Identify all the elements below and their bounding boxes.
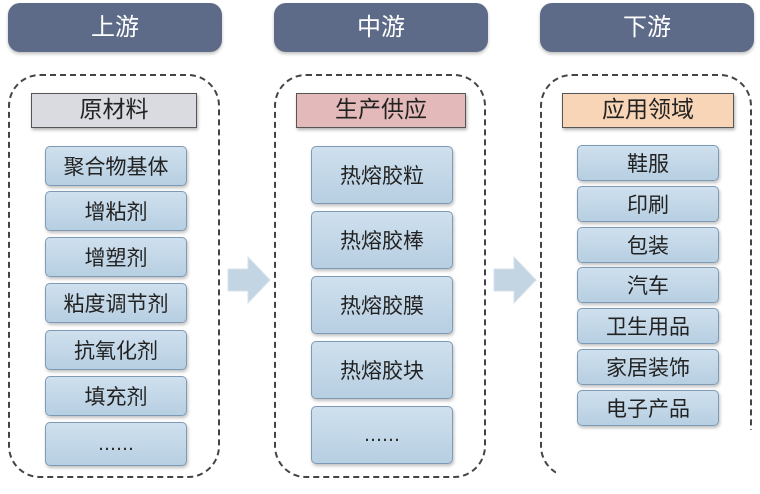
upstream-group-title: 原材料 [31,93,197,128]
upstream-item: 粘度调节剂 [45,283,187,323]
upstream-item: 抗氧化剂 [45,330,187,370]
right-arrow-icon [227,255,271,305]
upstream-item: 增粘剂 [45,191,187,231]
upstream-item: 填充剂 [45,376,187,416]
downstream-item: 印刷 [577,186,719,222]
upstream-item: 增塑剂 [45,237,187,277]
upstream-group-frame [8,74,220,478]
downstream-item: 卫生用品 [577,308,719,344]
midstream-item: 热熔胶块 [311,341,453,399]
midstream-group-title: 生产供应 [296,93,466,128]
midstream-item: 热熔胶粒 [311,146,453,204]
midstream-header: 中游 [274,3,488,52]
upstream-item: 聚合物基体 [45,146,187,186]
downstream-item: 电子产品 [577,390,719,426]
upstream-item: …… [45,422,187,466]
downstream-item: 汽车 [577,267,719,303]
midstream-item: …… [311,406,453,464]
midstream-item: 热熔胶棒 [311,211,453,269]
blank-overlay [556,430,760,494]
midstream-item: 热熔胶膜 [311,276,453,334]
upstream-header: 上游 [8,3,222,52]
midstream-group-frame [274,74,486,478]
downstream-item: 鞋服 [577,145,719,181]
downstream-header: 下游 [540,3,754,52]
downstream-item: 家居装饰 [577,349,719,385]
right-arrow-icon [493,255,537,305]
downstream-item: 包装 [577,227,719,263]
downstream-group-title: 应用领域 [562,93,734,128]
